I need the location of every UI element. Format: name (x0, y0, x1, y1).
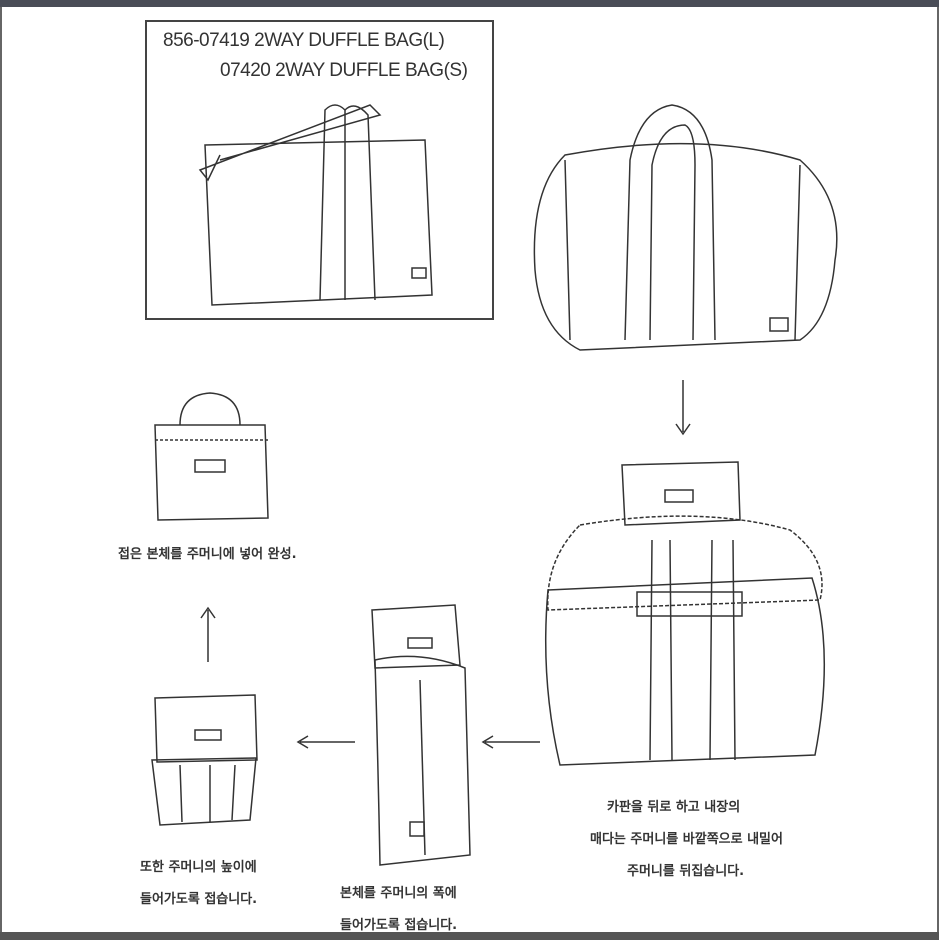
product-code-small: 07420 2WAY DUFFLE BAG(S) (220, 60, 468, 81)
bag-illustration-folded-width (371, 604, 471, 866)
bag-illustration-open (533, 104, 838, 351)
arrow-left-icon-2 (296, 735, 355, 749)
bag-illustration-inverted (544, 461, 825, 766)
bag-illustration-product (198, 104, 433, 306)
product-code-large: 856-07419 2WAY DUFFLE BAG(L) (163, 30, 445, 51)
caption-step3-line1: 또한 주머니의 높이에 (140, 860, 257, 875)
caption-step1-line2: 매다는 주머니를 바깥쪽으로 내밀어 (590, 832, 783, 847)
bag-illustration-finished (154, 392, 269, 521)
caption-step2-line2: 들어가도록 접습니다. (340, 918, 458, 933)
bottom-strip (0, 932, 939, 940)
arrow-down-icon (675, 380, 691, 436)
caption-step2-line1: 본체를 주머니의 폭에 (340, 886, 457, 901)
instruction-frame (0, 7, 939, 932)
arrow-up-icon (200, 606, 216, 662)
caption-step3-line2: 들어가도록 접습니다. (140, 892, 258, 907)
top-photo-strip (0, 0, 939, 7)
caption-step1-line1: 카판을 뒤로 하고 내장의 (607, 800, 741, 815)
bag-illustration-folded-height (151, 694, 258, 826)
product-box (145, 20, 494, 320)
caption-step1-line3: 주머니를 뒤집습니다. (627, 864, 745, 879)
caption-step4: 접은 본체를 주머니에 넣어 완성. (118, 547, 297, 562)
arrow-left-icon (481, 735, 540, 749)
